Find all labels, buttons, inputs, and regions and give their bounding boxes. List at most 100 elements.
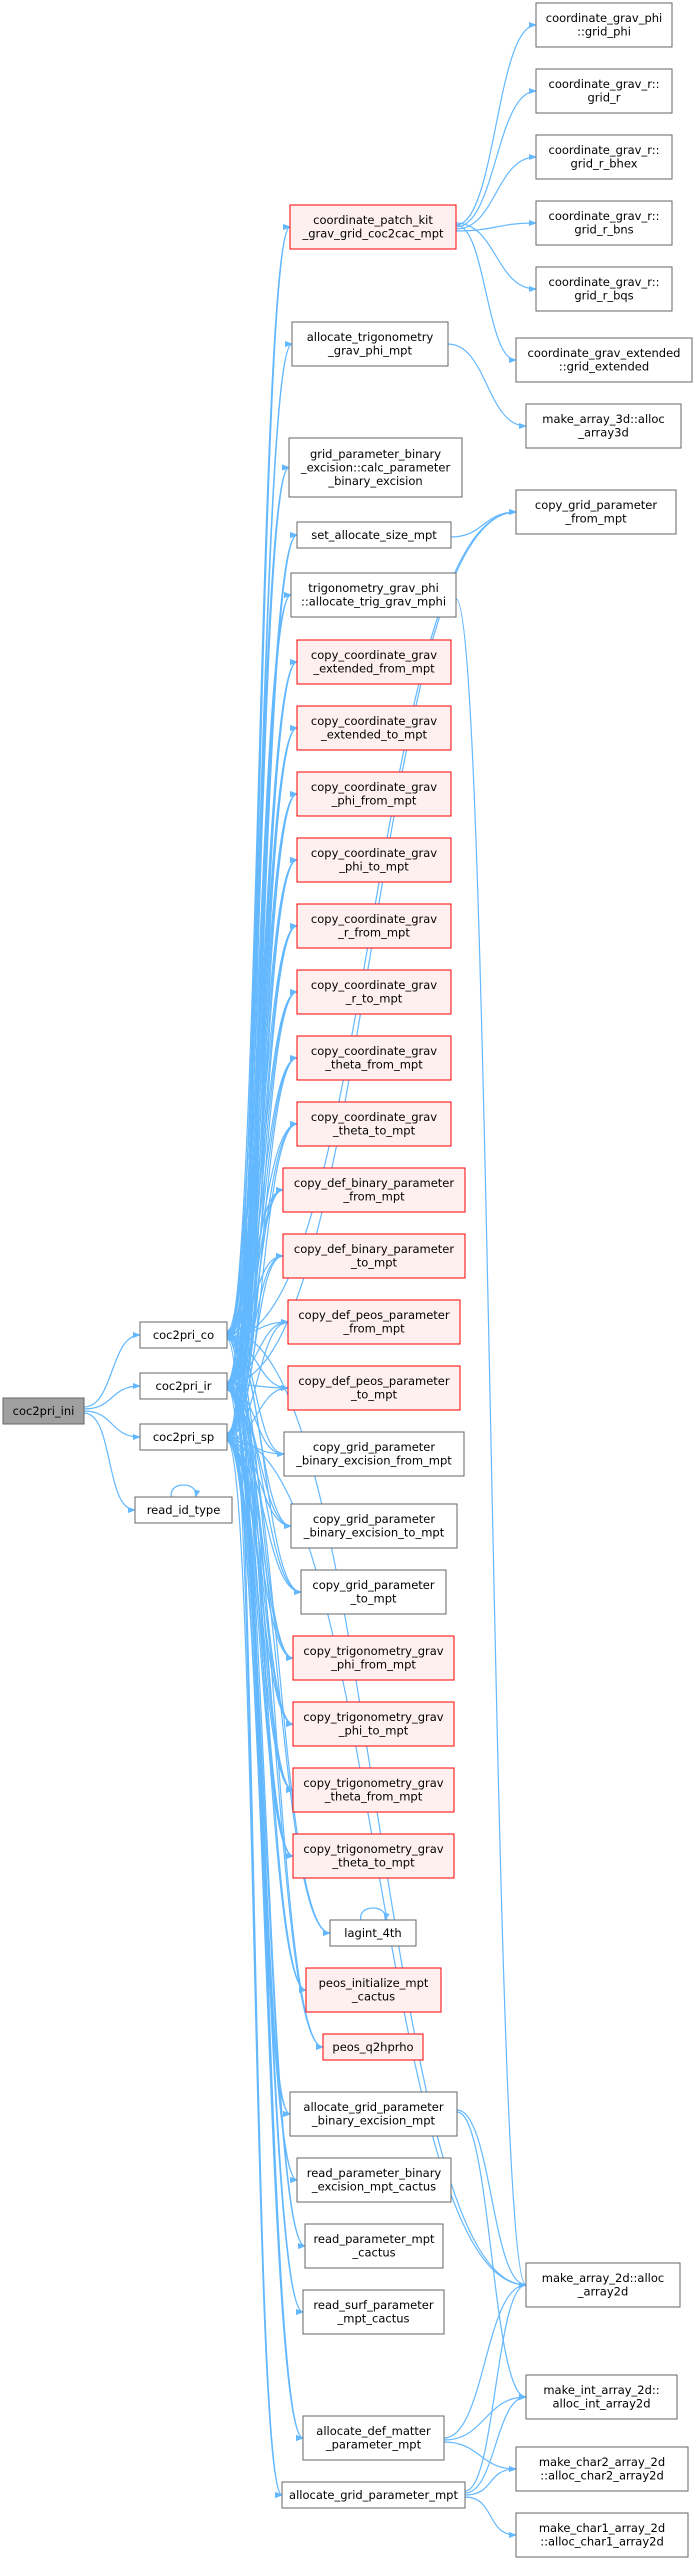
node-box — [525, 2262, 681, 2308]
node-box — [525, 2374, 678, 2420]
call-edge-coc2pri_sp-to-peos_q2hprho — [226, 1438, 324, 2050]
node-label-line: _phi_from_mpt — [331, 794, 417, 808]
node-label-line: copy_coordinate_grav — [311, 846, 437, 860]
node-label-line: ::alloc_char1_array2d — [540, 2535, 664, 2549]
call-edge-coc2pri_sp-to-trig_alloc_mphi — [226, 592, 292, 1436]
call-edge-cp_kit-to-cg_rbqs — [455, 222, 537, 292]
node-box — [305, 1967, 442, 2013]
node-label-line: _excision_mpt_cactus — [311, 2180, 436, 2194]
node-c-ext-to[interactable]: copy_coordinate_grav_extended_to_mpt — [296, 705, 452, 751]
node-alloc-trig-phi[interactable]: allocate_trigonometry_grav_phi_mpt — [291, 321, 449, 367]
node-label-line: grid_r_bqs — [574, 289, 633, 303]
node-box — [2, 1397, 85, 1425]
node-c-th-from[interactable]: copy_coordinate_grav_theta_from_mpt — [296, 1035, 452, 1081]
call-edge-alloc_gp-to-mc2a2d — [464, 2466, 517, 2496]
node-alloc-gpbe[interactable]: allocate_grid_parameter_binary_excision_… — [289, 2091, 458, 2137]
node-c-r-from[interactable]: copy_coordinate_grav_r_from_mpt — [296, 903, 452, 949]
node-label-line: copy_def_peos_parameter — [298, 1308, 450, 1322]
node-label-line: coc2pri_ir — [156, 1379, 212, 1393]
node-c-th-to[interactable]: copy_coordinate_grav_theta_to_mpt — [296, 1101, 452, 1147]
call-edge-cp_kit-to-cg_phi — [455, 22, 537, 226]
node-box — [139, 1423, 228, 1451]
call-edge-alloc_gpbe-to-mia2d — [456, 2111, 527, 2400]
node-c-dbp-to[interactable]: copy_def_binary_parameter_to_mpt — [282, 1233, 466, 1279]
node-label-line: _binary_excision_to_mpt — [303, 1526, 445, 1540]
node-cg-rbhex[interactable]: coordinate_grav_r::grid_r_bhex — [535, 134, 673, 180]
node-coc2pri-co[interactable]: coc2pri_co — [139, 1321, 228, 1349]
node-box — [287, 1365, 461, 1411]
node-label-line: _theta_from_mpt — [324, 1790, 423, 1804]
node-box — [289, 204, 457, 250]
node-label-line: _mpt_cactus — [337, 2312, 410, 2326]
node-c-dpp-from[interactable]: copy_def_peos_parameter_from_mpt — [287, 1299, 461, 1345]
node-c-phi-from[interactable]: copy_coordinate_grav_phi_from_mpt — [296, 771, 452, 817]
call-edge-lagint_4th-to-lagint_4th — [360, 1907, 390, 1921]
node-coc2pri-ir[interactable]: coc2pri_ir — [139, 1372, 228, 1400]
call-edge-coc2pri_ini-to-read_id_type — [83, 1412, 136, 1513]
node-peos-init[interactable]: peos_initialize_mpt_cactus — [305, 1967, 442, 2013]
node-ma3d[interactable]: make_array_3d::alloc_array3d — [525, 403, 682, 449]
node-label-line: read_id_type — [147, 1503, 221, 1517]
node-label-line: grid_r_bns — [574, 223, 633, 237]
node-label-line: _cactus — [351, 2246, 395, 2260]
node-label-line: read_surf_parameter — [313, 2298, 433, 2312]
node-read-pm[interactable]: read_parameter_mpt_cactus — [304, 2223, 444, 2269]
node-c-gp-to[interactable]: copy_grid_parameter_to_mpt — [300, 1569, 447, 1615]
node-read-surf[interactable]: read_surf_parameter_mpt_cactus — [302, 2289, 445, 2335]
node-c-gpbe-to[interactable]: copy_grid_parameter_binary_excision_to_m… — [290, 1503, 458, 1549]
node-cg-phi[interactable]: coordinate_grav_phi::grid_phi — [535, 2, 673, 48]
node-cg-rbqs[interactable]: coordinate_grav_r::grid_r_bqs — [535, 266, 673, 312]
node-c-dpp-to[interactable]: copy_def_peos_parameter_to_mpt — [287, 1365, 461, 1411]
node-box — [515, 2512, 689, 2558]
node-c-phi-to[interactable]: copy_coordinate_grav_phi_to_mpt — [296, 837, 452, 883]
node-c-dbp-from[interactable]: copy_def_binary_parameter_from_mpt — [282, 1167, 466, 1213]
node-alloc-dm[interactable]: allocate_def_matter_parameter_mpt — [302, 2415, 445, 2461]
node-trig-alloc-mphi[interactable]: trigonometry_grav_phi::allocate_trig_gra… — [290, 572, 457, 618]
node-label-line: _from_mpt — [342, 1190, 405, 1204]
node-label-line: copy_trigonometry_grav — [303, 1842, 443, 1856]
node-read-id-type[interactable]: read_id_type — [134, 1496, 233, 1524]
node-cg-ext[interactable]: coordinate_grav_extended::grid_extended — [515, 337, 693, 383]
node-c-gpbe-from[interactable]: copy_grid_parameter_binary_excision_from… — [283, 1431, 465, 1477]
node-peos-q2hprho[interactable]: peos_q2hprho — [322, 2033, 424, 2061]
node-c-tphi-to[interactable]: copy_trigonometry_grav_phi_to_mpt — [292, 1701, 455, 1747]
node-label-line: ::alloc_char2_array2d — [540, 2469, 664, 2483]
call-edge-alloc_dm-to-mc2a2d — [443, 2441, 517, 2472]
node-mc2a2d[interactable]: make_char2_array_2d::alloc_char2_array2d — [515, 2446, 689, 2492]
node-box — [296, 1101, 452, 1147]
node-mc1a2d[interactable]: make_char1_array_2d::alloc_char1_array2d — [515, 2512, 689, 2558]
node-c-tphi-from[interactable]: copy_trigonometry_grav_phi_from_mpt — [292, 1635, 455, 1681]
node-box — [302, 2415, 445, 2461]
node-label-line: coc2pri_sp — [153, 1430, 214, 1444]
node-c-ext-from[interactable]: copy_coordinate_grav_extended_from_mpt — [296, 639, 452, 685]
node-label-line: _phi_to_mpt — [338, 860, 409, 874]
node-lagint-4th[interactable]: lagint_4th — [329, 1919, 417, 1947]
node-box — [300, 1569, 447, 1615]
node-cp-kit[interactable]: coordinate_patch_kit_grav_grid_coc2cac_m… — [289, 204, 457, 250]
call-edge-cp_kit-to-cg_ext — [455, 224, 517, 363]
call-edge-alloc_gp-to-mc1a2d — [464, 2496, 517, 2538]
node-alloc-gp[interactable]: allocate_grid_parameter_mpt — [281, 2481, 466, 2509]
node-box — [535, 68, 673, 114]
node-cg-r[interactable]: coordinate_grav_r::grid_r — [535, 68, 673, 114]
node-read-pbe[interactable]: read_parameter_binary_excision_mpt_cactu… — [296, 2157, 452, 2203]
node-label-line: _theta_to_mpt — [332, 1124, 416, 1138]
call-edge-coc2pri_sp-to-c_ext_from — [226, 659, 298, 1438]
node-calc-param-bin[interactable]: grid_parameter_binary_excision::calc_par… — [288, 437, 463, 498]
node-coc2pri-sp[interactable]: coc2pri_sp — [139, 1423, 228, 1451]
node-c-r-to[interactable]: copy_coordinate_grav_r_to_mpt — [296, 969, 452, 1015]
call-edge-coc2pri_sp-to-c_phi_to — [226, 857, 298, 1434]
node-c-tth-from[interactable]: copy_trigonometry_grav_theta_from_mpt — [292, 1767, 455, 1813]
call-edge-cp_kit-to-cg_r — [455, 88, 537, 228]
node-c-tth-to[interactable]: copy_trigonometry_grav_theta_to_mpt — [292, 1833, 455, 1879]
node-cg-rbns[interactable]: coordinate_grav_r::grid_r_bns — [535, 200, 673, 246]
node-ma2d[interactable]: make_array_2d::alloc_array2d — [525, 2262, 681, 2308]
call-edge-coc2pri_sp-to-peos_init — [226, 1436, 307, 1993]
node-set-alloc-size[interactable]: set_allocate_size_mpt — [296, 521, 452, 549]
node-label-line: copy_coordinate_grav — [311, 648, 437, 662]
node-box — [292, 1767, 455, 1813]
node-box — [287, 1299, 461, 1345]
node-cgp-from[interactable]: copy_grid_parameter_from_mpt — [515, 489, 677, 535]
node-label-line: _theta_to_mpt — [331, 1856, 415, 1870]
node-mia2d[interactable]: make_int_array_2d::alloc_int_array2d — [525, 2374, 678, 2420]
